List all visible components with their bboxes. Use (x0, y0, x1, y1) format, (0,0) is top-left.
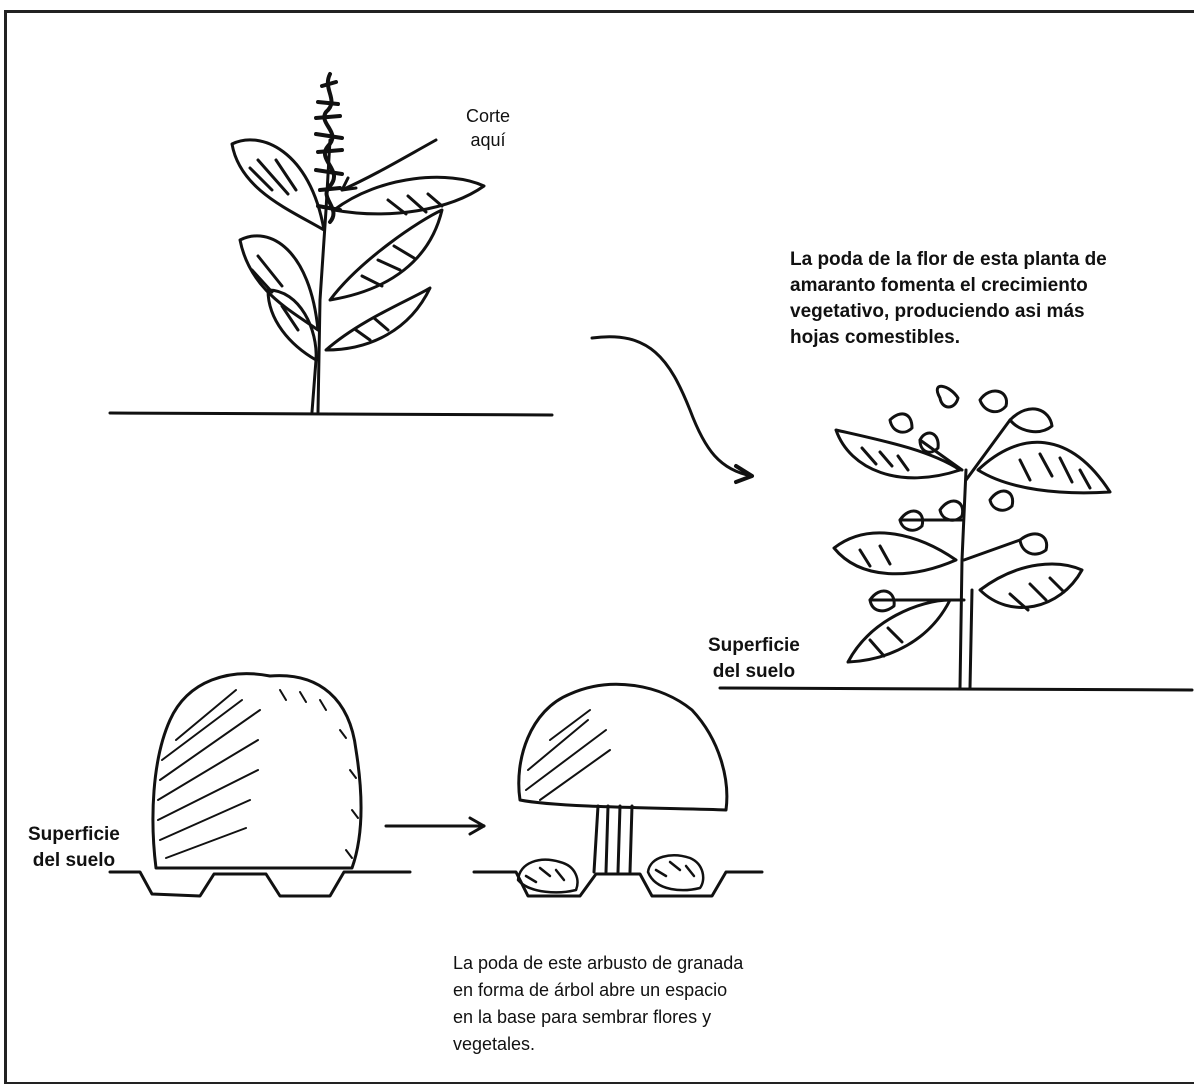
pomegranate-tree-after (474, 684, 762, 896)
tree-trunk (594, 806, 632, 872)
soil-left-line-1: Superficie (28, 822, 120, 848)
pomegranate-caption-line-1: La poda de este arbusto de granada (453, 950, 813, 977)
amaranth-caption-line-3: vegetativo, produciendo asi más (790, 299, 1170, 325)
pomegranate-caption-line-4: vegetales. (453, 1031, 813, 1058)
soil-right-line-2: del suelo (708, 659, 800, 685)
transition-arrow-straight (386, 818, 484, 834)
amaranth-caption: La poda de la flor de esta planta de ama… (790, 247, 1170, 351)
amaranth-caption-line-4: hojas comestibles. (790, 325, 1170, 351)
ground-line-right (720, 688, 1192, 690)
pomegranate-caption-line-2: en forma de árbol abre un espacio (453, 977, 813, 1004)
transition-arrow-curved (592, 337, 752, 482)
ground-line-left (110, 872, 410, 896)
ground-line-center (474, 872, 762, 896)
amaranth-caption-line-1: La poda de la flor de esta planta de (790, 247, 1170, 273)
pomegranate-bush-before (110, 674, 410, 896)
cut-here-line-1: Corte (438, 104, 538, 128)
amaranth-leaves (232, 140, 484, 360)
pomegranate-caption: La poda de este arbusto de granada en fo… (453, 950, 813, 1058)
amaranth-stem (318, 140, 330, 412)
cut-here-label: Corte aquí (438, 104, 538, 152)
soil-left-line-2: del suelo (28, 848, 120, 874)
ground-line-top (110, 413, 552, 415)
cut-here-line-2: aquí (438, 128, 538, 152)
amaranth-caption-line-2: amaranto fomenta el crecimiento (790, 273, 1170, 299)
pomegranate-caption-line-3: en la base para sembrar flores y (453, 1004, 813, 1031)
soil-right-line-1: Superficie (708, 633, 800, 659)
soil-surface-label-right: Superficie del suelo (708, 633, 800, 685)
pruned-stem (960, 470, 972, 688)
soil-surface-label-left: Superficie del suelo (28, 822, 120, 874)
